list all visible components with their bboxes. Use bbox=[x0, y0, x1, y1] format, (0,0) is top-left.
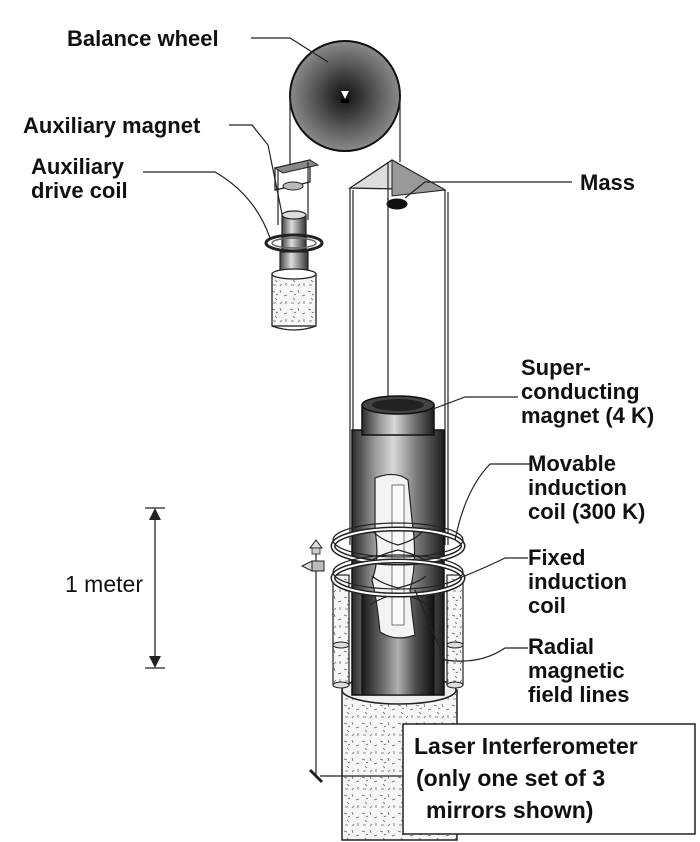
laser-box-line2: (only one set of 3 bbox=[416, 765, 605, 791]
label-auxiliary-drive-coil-line2: drive coil bbox=[31, 178, 128, 203]
auxiliary-base bbox=[271, 268, 317, 331]
label-radial-line3: field lines bbox=[528, 682, 629, 707]
mass bbox=[386, 198, 408, 210]
label-mass: Mass bbox=[580, 170, 635, 195]
balance-wheel bbox=[289, 40, 401, 152]
label-superconducting-line2: conducting bbox=[521, 379, 640, 404]
label-movable-line1: Movable bbox=[528, 451, 616, 476]
laser-box-line3: mirrors shown) bbox=[426, 797, 593, 823]
auxiliary-hanger bbox=[273, 159, 320, 225]
label-superconducting-line1: Super- bbox=[521, 355, 591, 380]
label-fixed-line1: Fixed bbox=[528, 545, 585, 570]
fixed-induction-coil bbox=[330, 554, 466, 598]
scale-label: 1 meter bbox=[65, 571, 143, 597]
laser-box-line1: Laser Interferometer bbox=[414, 733, 638, 759]
label-balance-wheel: Balance wheel bbox=[67, 26, 219, 51]
leader-lines bbox=[143, 37, 572, 662]
side-posts bbox=[332, 574, 464, 689]
scale-bar bbox=[145, 507, 165, 669]
laser-interferometer-box: Laser Interferometer (only one set of 3 … bbox=[320, 723, 696, 835]
label-radial-line1: Radial bbox=[528, 634, 594, 659]
suspension-cables bbox=[289, 96, 401, 165]
label-movable-line3: coil (300 K) bbox=[528, 499, 645, 524]
interferometer-mirrors bbox=[300, 539, 325, 784]
auxiliary-magnet bbox=[281, 210, 307, 254]
auxiliary-drive-coil bbox=[264, 233, 324, 275]
label-radial-line2: magnetic bbox=[528, 658, 625, 683]
label-fixed-line2: induction bbox=[528, 569, 627, 594]
label-superconducting-line3: magnet (4 K) bbox=[521, 403, 654, 428]
label-fixed-line3: coil bbox=[528, 593, 566, 618]
label-movable-line2: induction bbox=[528, 475, 627, 500]
label-auxiliary-drive-coil-line1: Auxiliary bbox=[31, 154, 125, 179]
label-auxiliary-magnet: Auxiliary magnet bbox=[23, 113, 201, 138]
mass-hanger bbox=[347, 159, 447, 200]
